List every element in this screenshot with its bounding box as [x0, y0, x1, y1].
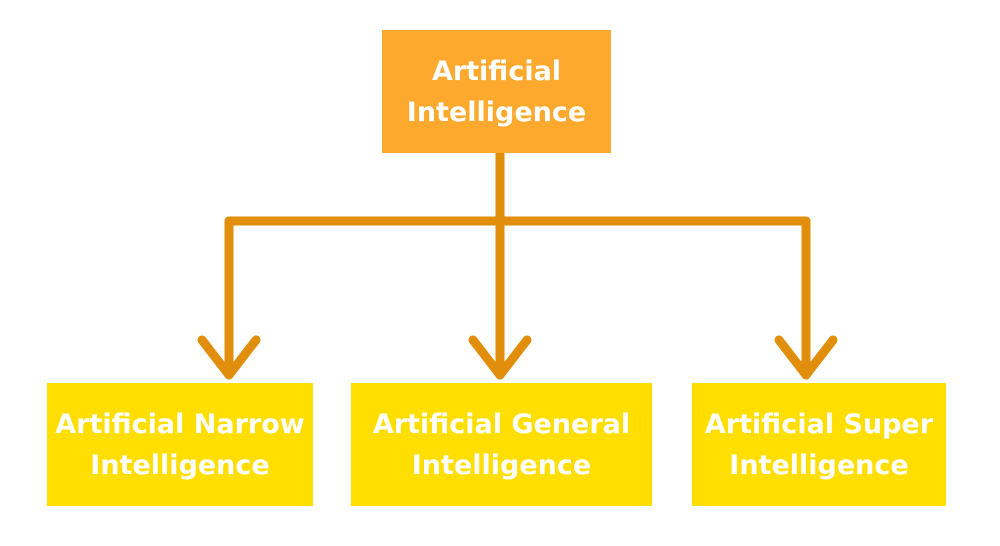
node-artificial-super-intelligence: Artificial Super Intelligence	[692, 383, 946, 506]
node-label: Artificial Narrow Intelligence	[55, 404, 304, 486]
node-label-line: Artificial Super	[704, 408, 934, 440]
arrowhead-general-icon	[468, 335, 532, 380]
node-label-line: Artificial Narrow	[55, 408, 305, 440]
node-artificial-intelligence: Artificial Intelligence	[382, 30, 611, 153]
node-label-line: Intelligence	[411, 449, 592, 481]
node-label-line: Intelligence	[729, 449, 909, 481]
node-label-line: Intelligence	[406, 96, 587, 128]
node-label: Artificial Intelligence	[407, 51, 586, 133]
node-label-line: Artificial General	[372, 408, 631, 440]
node-label-line: Artificial	[431, 55, 562, 87]
arrowhead-narrow-icon	[197, 335, 261, 380]
node-artificial-narrow-intelligence: Artificial Narrow Intelligence	[47, 383, 313, 506]
node-label-line: Intelligence	[90, 449, 270, 481]
node-label: Artificial Super Intelligence	[705, 404, 933, 486]
node-artificial-general-intelligence: Artificial General Intelligence	[351, 383, 652, 506]
node-label: Artificial General Intelligence	[373, 404, 630, 486]
arrowhead-super-icon	[774, 335, 838, 380]
